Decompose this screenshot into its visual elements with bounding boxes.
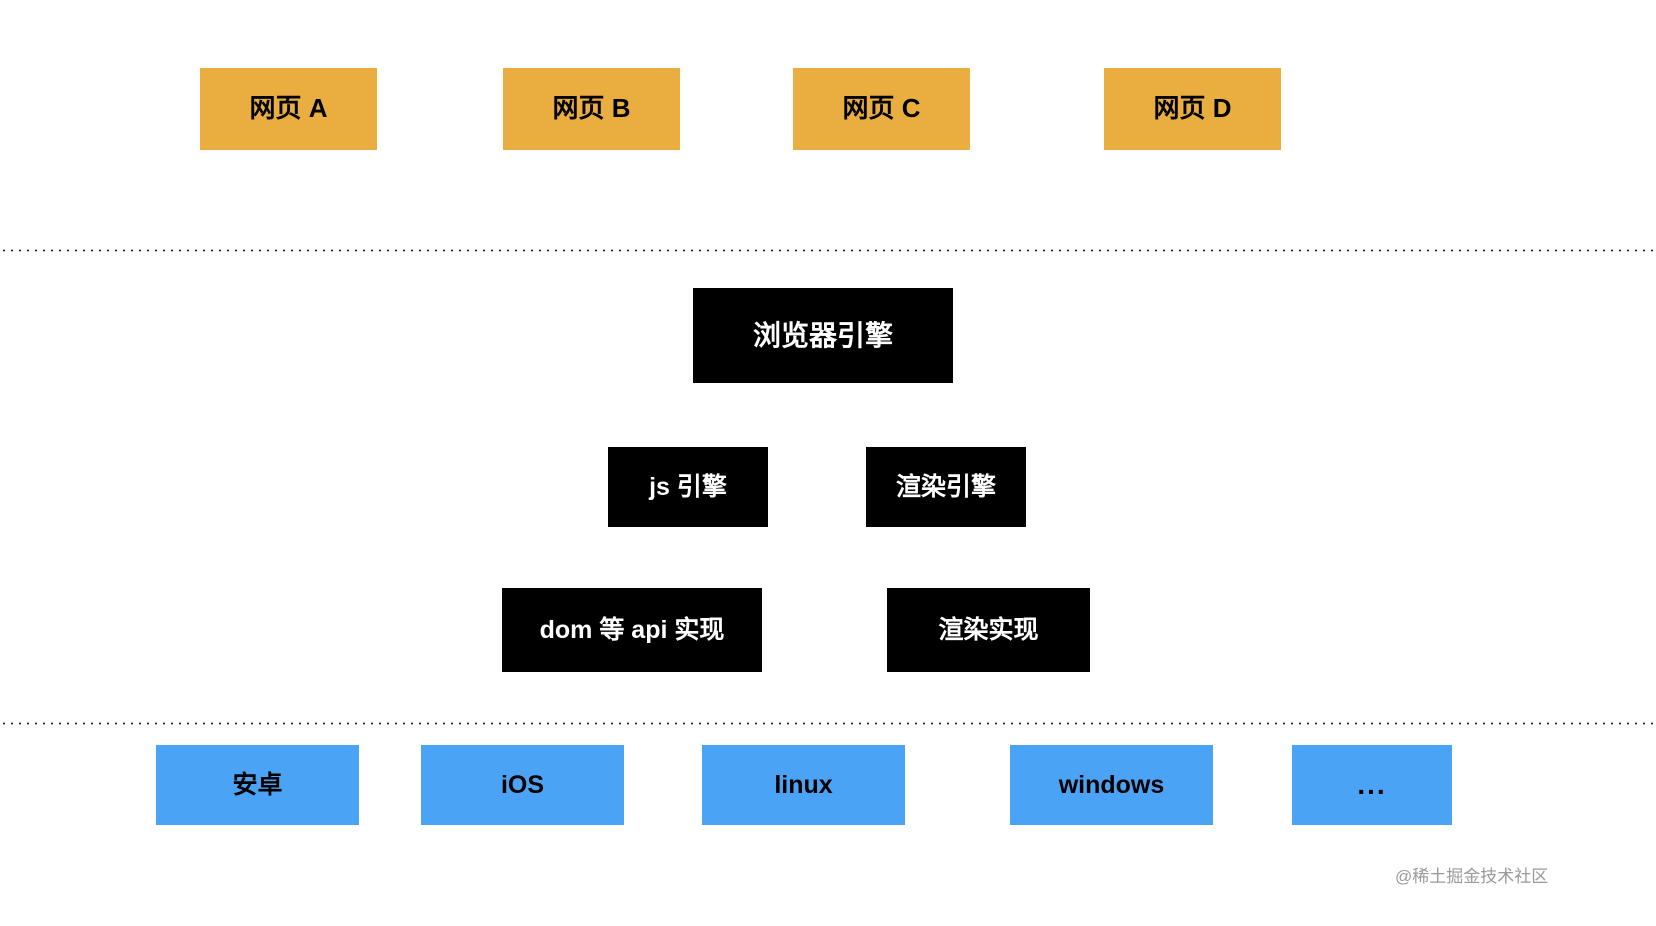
divider-pages-engine <box>0 249 1656 252</box>
node-os-linux: linux <box>702 745 905 825</box>
node-os-more: ... <box>1292 745 1452 825</box>
node-web-page-c: 网页 C <box>793 68 970 150</box>
node-os-ios: iOS <box>421 745 624 825</box>
divider-engine-os <box>0 722 1656 725</box>
node-label: 网页 A <box>249 93 328 124</box>
node-web-page-b: 网页 B <box>503 68 680 150</box>
node-render-implementation: 渲染实现 <box>887 588 1090 672</box>
node-os-android: 安卓 <box>156 745 359 825</box>
node-label: dom 等 api 实现 <box>539 616 725 644</box>
node-web-page-a: 网页 A <box>200 68 377 150</box>
node-label: 网页 D <box>1153 93 1232 124</box>
node-web-page-d: 网页 D <box>1104 68 1281 150</box>
node-label: 网页 C <box>842 93 921 124</box>
node-label: ... <box>1357 769 1387 801</box>
node-label: 安卓 <box>232 771 283 799</box>
node-label: 网页 B <box>552 93 631 124</box>
node-os-windows: windows <box>1010 745 1213 825</box>
node-label: windows <box>1058 771 1165 799</box>
node-render-engine: 渲染引擎 <box>866 447 1026 527</box>
node-label: 渲染实现 <box>938 616 1039 644</box>
node-label: 浏览器引擎 <box>752 319 893 351</box>
node-browser-engine: 浏览器引擎 <box>693 288 953 383</box>
node-js-engine: js 引擎 <box>608 447 768 527</box>
node-label: 渲染引擎 <box>895 473 996 501</box>
node-label: js 引擎 <box>649 473 727 501</box>
node-dom-api-implementation: dom 等 api 实现 <box>502 588 762 672</box>
node-label: iOS <box>500 771 545 799</box>
node-label: linux <box>774 771 833 799</box>
watermark: @稀土掘金技术社区 <box>1395 867 1549 886</box>
